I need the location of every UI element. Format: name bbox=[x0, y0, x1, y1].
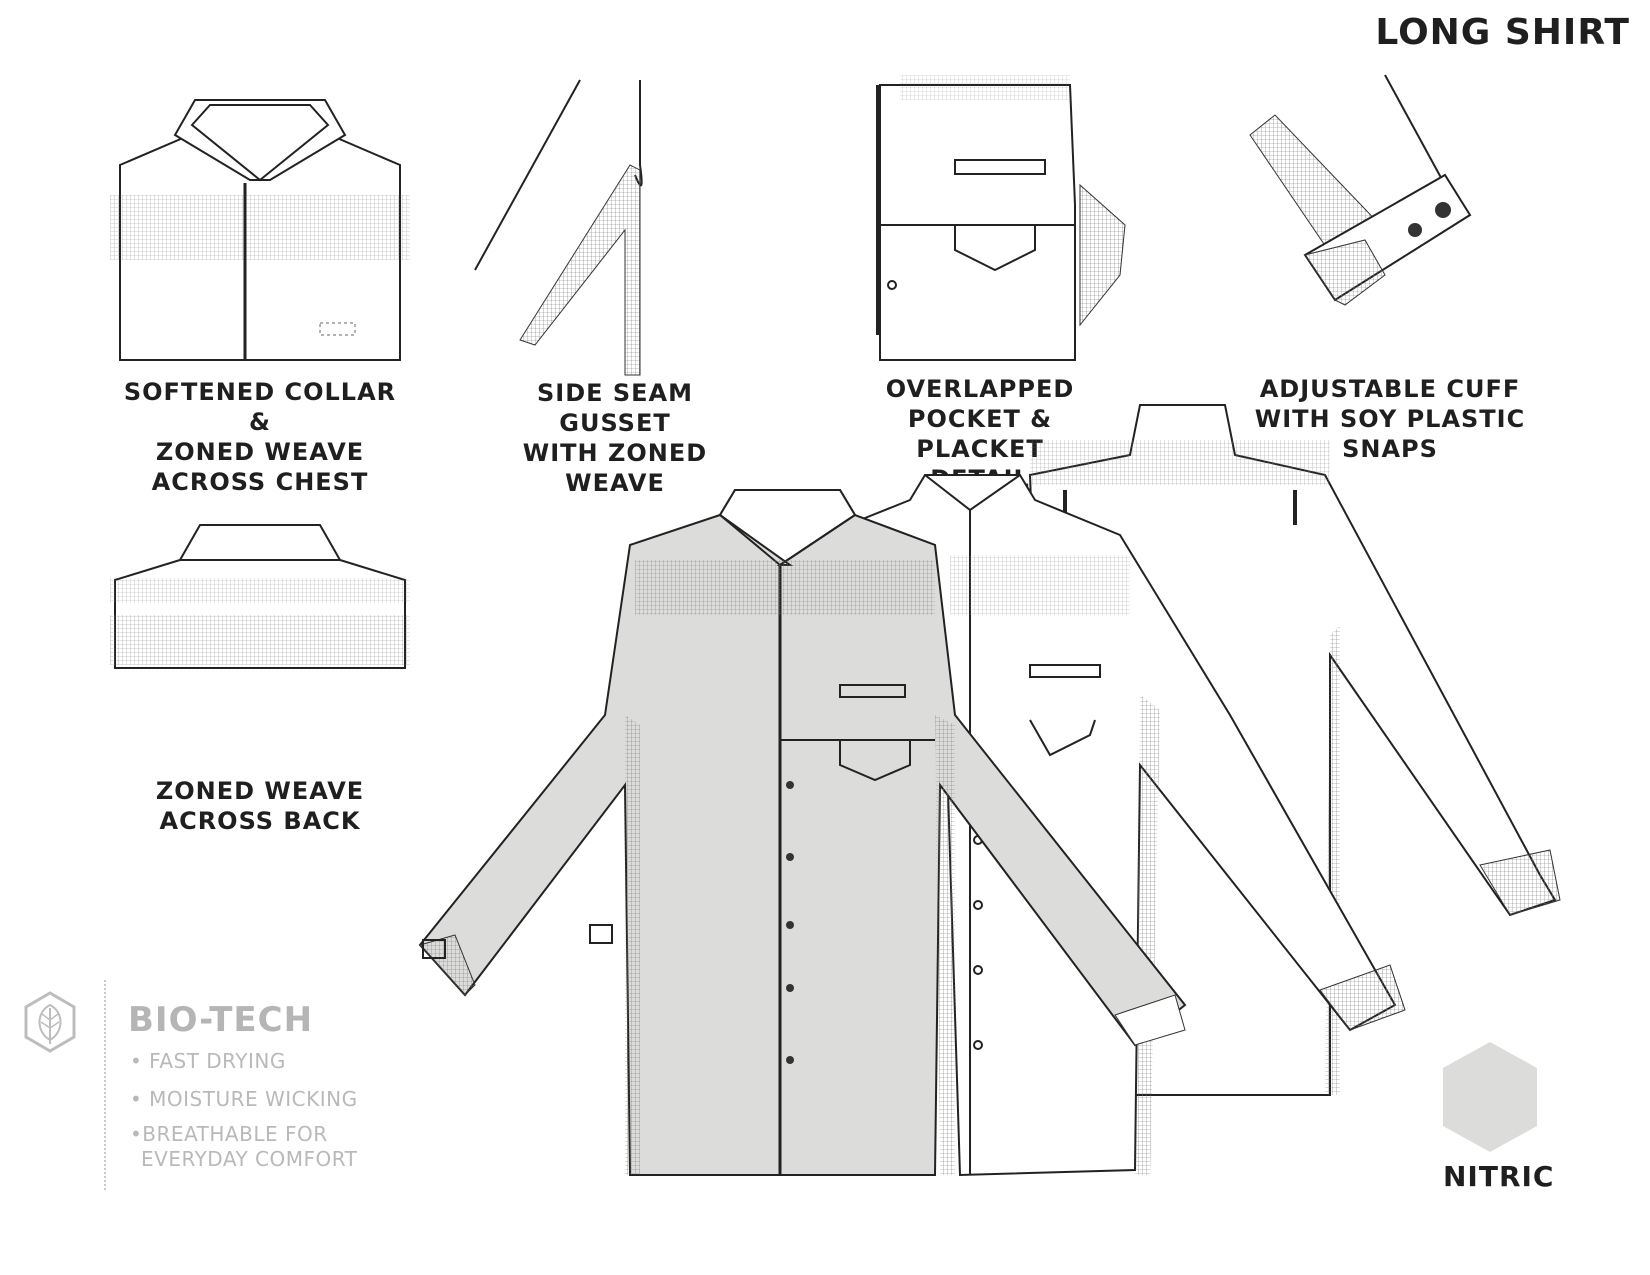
biotech-item: •BREATHABLE FOR bbox=[130, 1122, 328, 1146]
shirt-front-main-illustration bbox=[418, 489, 1187, 1176]
dotted-divider bbox=[104, 980, 106, 1190]
callout-line: WITH ZONED WEAVE bbox=[522, 439, 708, 497]
callout-back-weave: ZONED WEAVE ACROSS BACK bbox=[135, 776, 385, 836]
biotech-item: • MOISTURE WICKING bbox=[130, 1087, 358, 1111]
callout-line: ACROSS BACK bbox=[159, 807, 361, 835]
brand-name: NITRIC bbox=[1443, 1160, 1555, 1193]
callout-collar-chest: SOFTENED COLLAR & ZONED WEAVE ACROSS CHE… bbox=[120, 377, 400, 497]
callout-line: SOFTENED COLLAR & bbox=[123, 378, 397, 436]
callout-side-seam: SIDE SEAM GUSSET WITH ZONED WEAVE bbox=[480, 378, 750, 498]
biotech-item: • FAST DRYING bbox=[130, 1049, 286, 1073]
biotech-title: BIO-TECH bbox=[128, 1000, 314, 1040]
back-weave-detail-illustration bbox=[110, 524, 410, 669]
callout-line: SNAPS bbox=[1342, 435, 1438, 463]
callout-adjustable-cuff: ADJUSTABLE CUFF WITH SOY PLASTIC SNAPS bbox=[1250, 374, 1530, 464]
callout-line: ACROSS CHEST bbox=[151, 468, 369, 496]
leaf-hexagon-icon bbox=[24, 991, 76, 1053]
callout-line: ZONED WEAVE bbox=[155, 438, 365, 466]
callout-line: OVERLAPPED bbox=[885, 375, 1075, 403]
callout-line: WITH SOY PLASTIC bbox=[1254, 405, 1526, 433]
callout-line: POCKET & PLACKET bbox=[907, 405, 1053, 463]
pocket-placket-detail-illustration bbox=[876, 75, 1126, 361]
page-title: LONG SHIRT bbox=[1375, 12, 1630, 53]
collar-detail-illustration bbox=[110, 99, 410, 361]
biotech-item: EVERYDAY COMFORT bbox=[141, 1147, 358, 1171]
cuff-detail-illustration bbox=[1249, 74, 1472, 306]
shirt-front-open-illustration bbox=[858, 474, 1406, 1177]
callout-line: ADJUSTABLE CUFF bbox=[1259, 375, 1521, 403]
callout-line: SIDE SEAM GUSSET bbox=[536, 379, 694, 437]
gusset-detail-illustration bbox=[474, 79, 643, 376]
brand-hexagon-logo bbox=[1443, 1042, 1537, 1152]
callout-line: ZONED WEAVE bbox=[155, 777, 365, 805]
callout-pocket-placket: OVERLAPPED POCKET & PLACKET DETAIL bbox=[845, 374, 1115, 494]
